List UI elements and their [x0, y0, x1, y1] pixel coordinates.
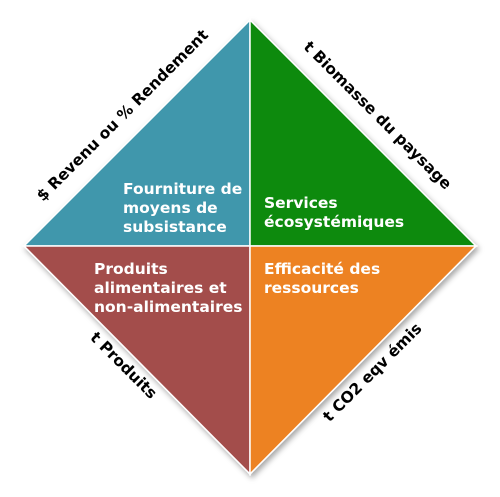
quadrant-top-right-line-2: écosystémiques [264, 213, 404, 231]
quadrant-bottom-left-line-3: non-alimentaires [94, 298, 243, 316]
quadrant-bottom-right-line-1: Efficacité des [264, 260, 380, 278]
quadrant-top-right-line-1: Services [264, 194, 338, 212]
quadrant-top-left-line-2: moyens de [123, 199, 218, 217]
quadrant-bottom-left-label: Produits alimentaires et non-alimentaire… [94, 260, 243, 316]
quadrant-top-left-line-1: Fourniture de [123, 180, 242, 198]
quadrant-bottom-right [249, 245, 478, 476]
quadrant-bottom-right-line-2: ressources [264, 279, 359, 297]
quadrant-bottom-left-line-1: Produits [94, 260, 168, 278]
quadrant-bottom-left-line-2: alimentaires et [94, 279, 227, 297]
quadrant-top-left-line-3: subsistance [123, 218, 227, 236]
quadrant-top-left-label: Fourniture de moyens de subsistance [123, 180, 248, 236]
quadrant-bottom-right-label: Efficacité des ressources [264, 260, 386, 297]
quadrant-top-right-label: Services écosystémiques [264, 194, 404, 231]
